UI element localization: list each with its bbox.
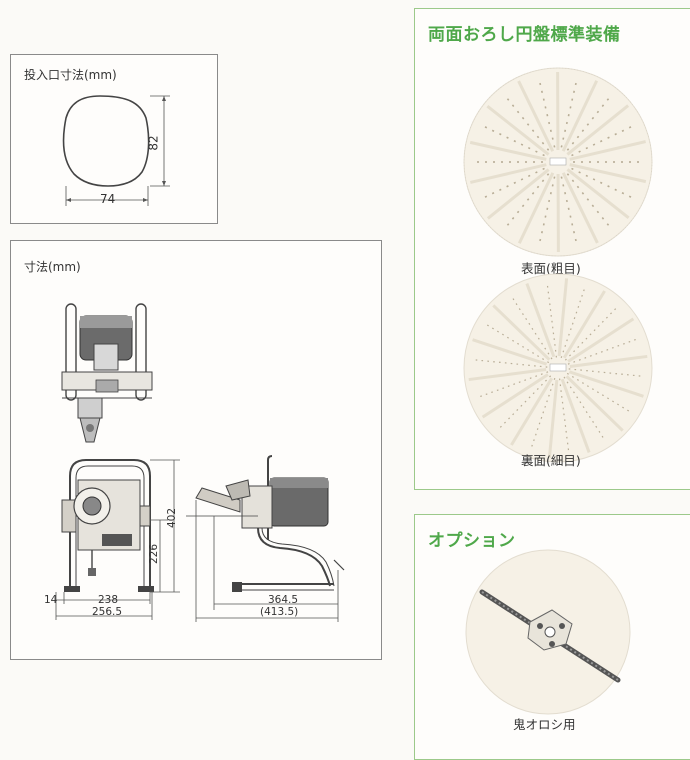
inlet-dimension-label: 投入口寸法(mm) (24, 68, 117, 82)
dim-14: 14 (44, 594, 58, 606)
fine-disc-caption: 裏面(細目) (521, 453, 581, 468)
option-title: オプション (428, 531, 516, 551)
inlet-dimension-panel (10, 54, 218, 224)
standard-disc-title: 両面おろし円盤標準装備 (428, 25, 621, 45)
oni-oroshi-caption: 鬼オロシ用 (513, 717, 576, 732)
inlet-width-dim: 74 (100, 192, 116, 206)
dim-413-5: (413.5) (260, 606, 299, 618)
machine-dimensions-label: 寸法(mm) (24, 260, 81, 274)
dim-364-5: 364.5 (268, 594, 299, 606)
dim-238: 238 (98, 594, 119, 606)
dim-256-5: 256.5 (92, 606, 123, 618)
coarse-disc-caption: 表面(粗目) (521, 261, 581, 276)
